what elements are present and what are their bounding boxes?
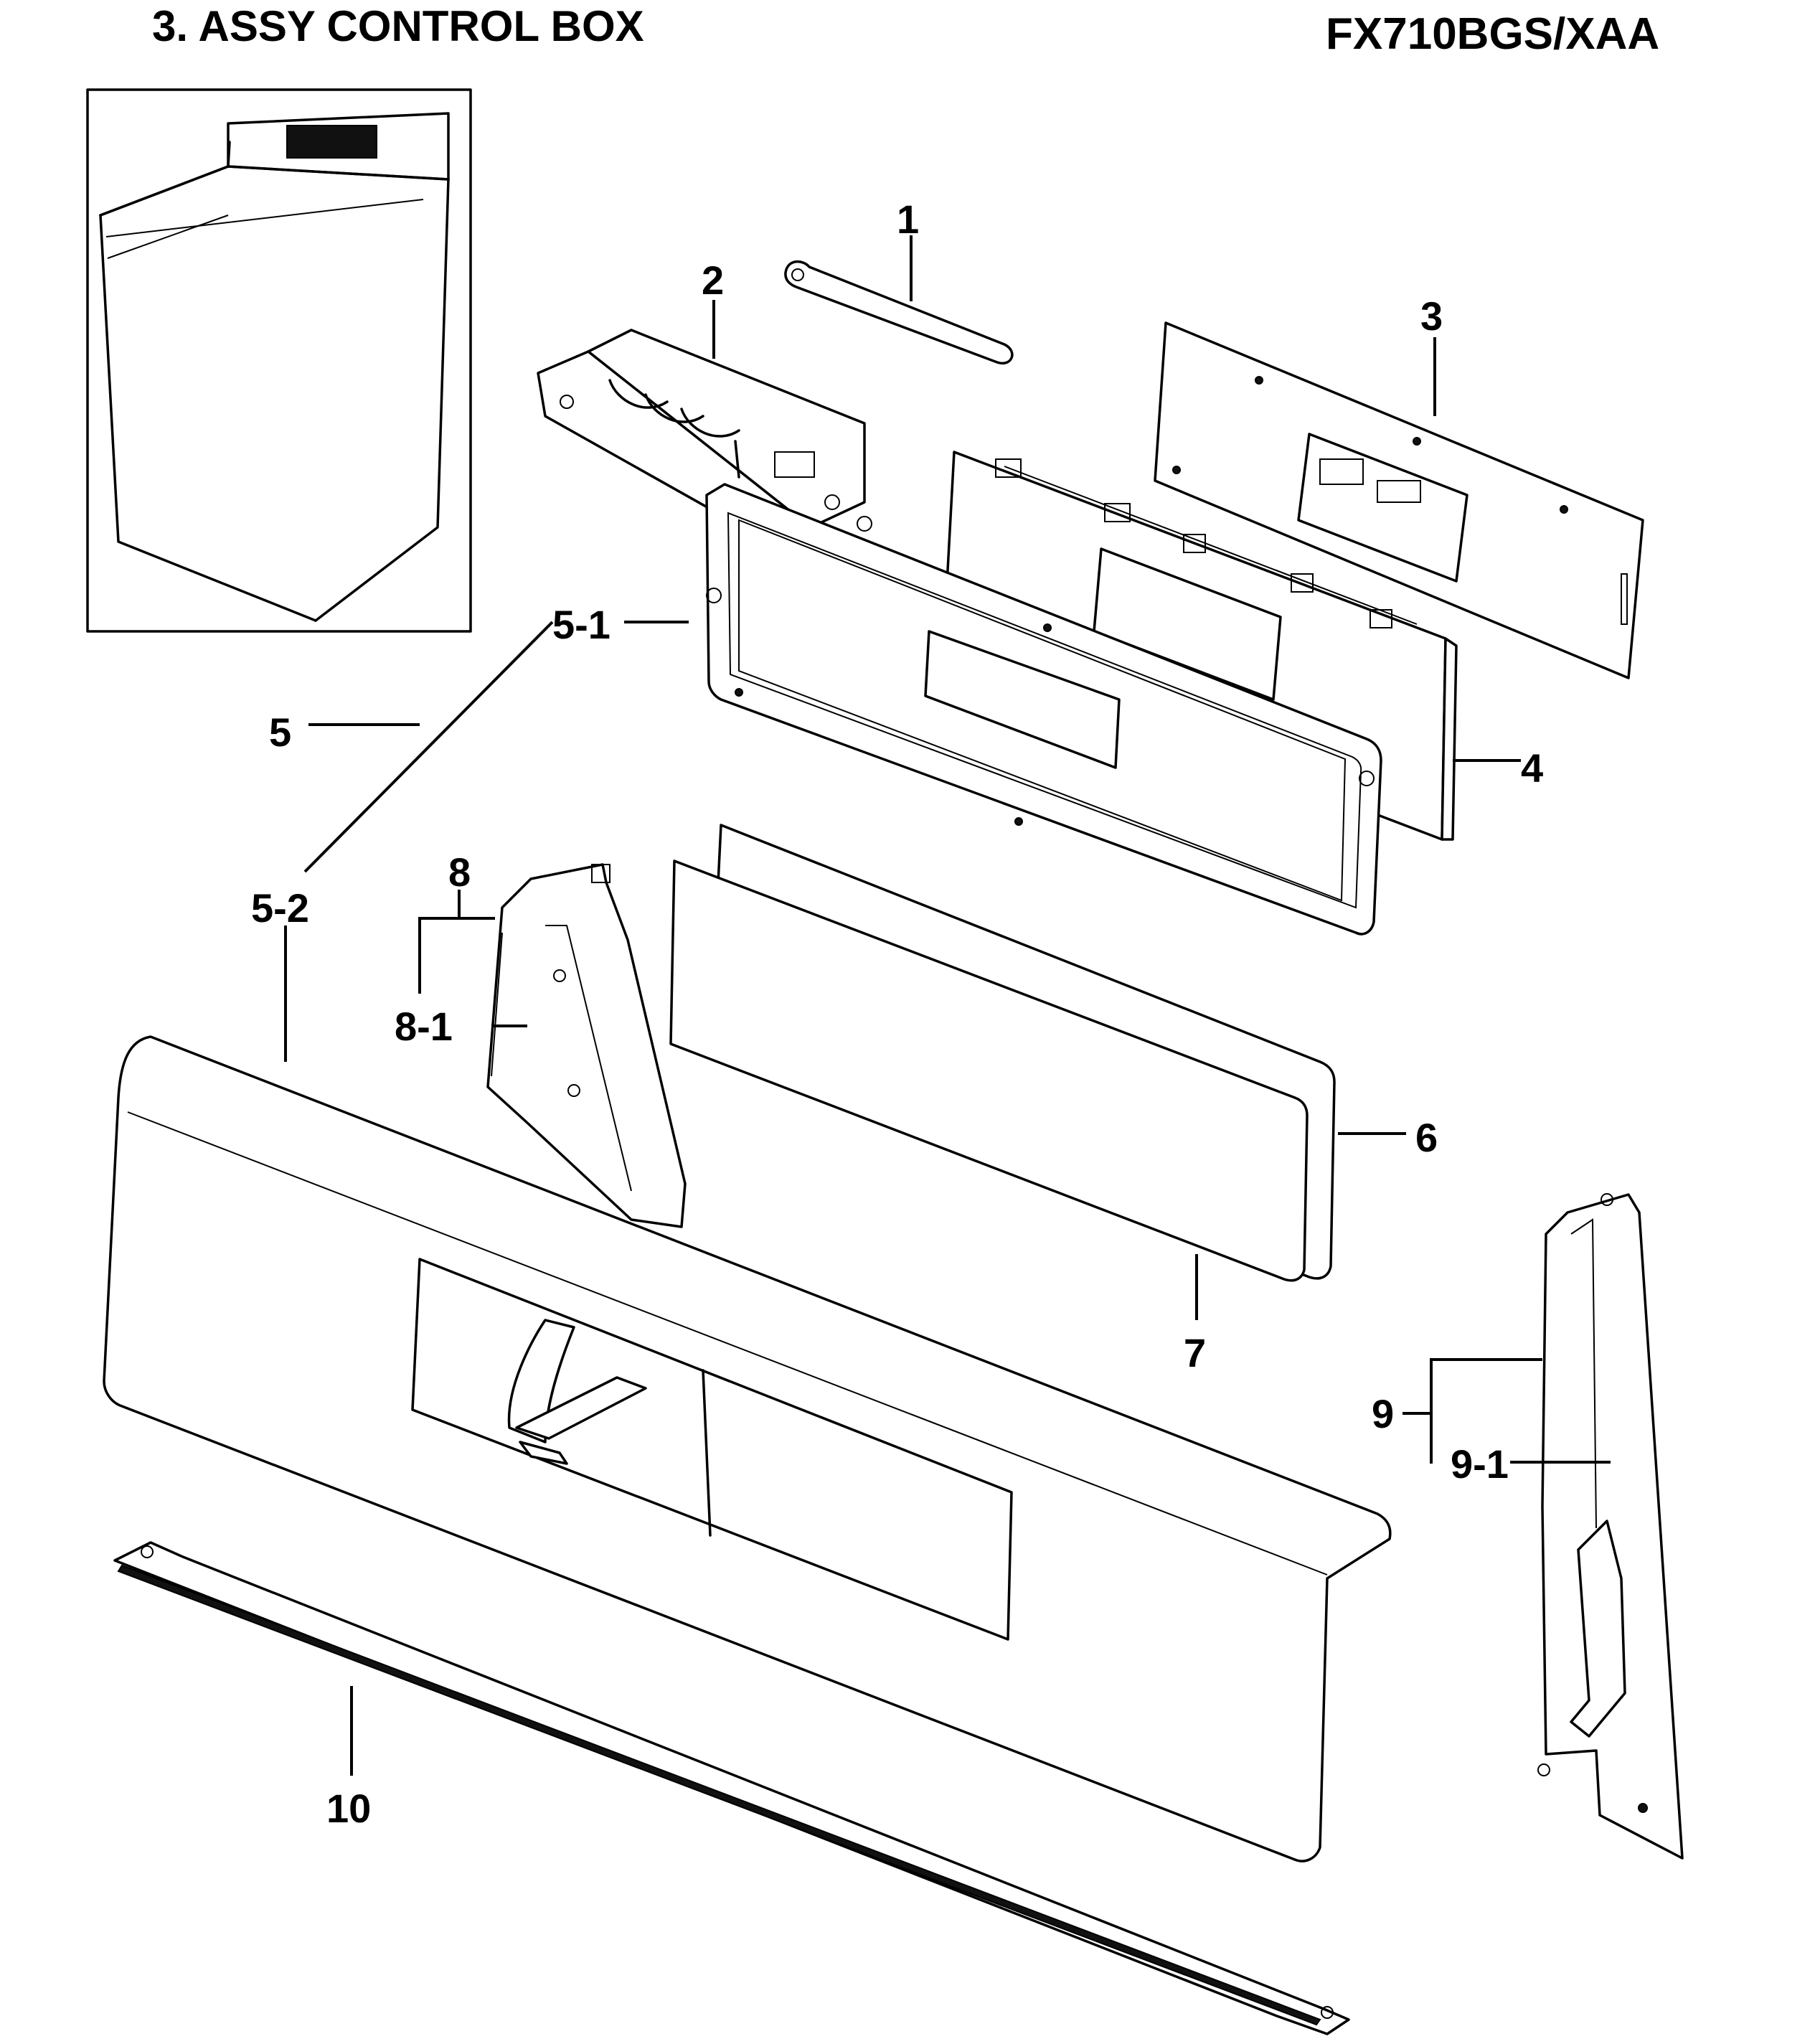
part-5-1-control-frame — [705, 483, 1382, 936]
part-3-display-overlay — [1154, 321, 1644, 679]
callout-2: 2 — [702, 258, 724, 303]
part-5-2-control-panel — [103, 1035, 1392, 1862]
part-1-strap — [784, 260, 1014, 365]
callout-10: 10 — [326, 1786, 371, 1831]
model-number: FX710BGS/XAA — [1326, 9, 1660, 59]
callout-6: 6 — [1415, 1115, 1438, 1160]
part-9-right-bracket — [1537, 1193, 1684, 1860]
callout-8: 8 — [448, 849, 471, 895]
part-8-left-bracket — [486, 863, 687, 1228]
callout-9: 9 — [1372, 1391, 1394, 1436]
callout-5-1: 5-1 — [552, 602, 610, 647]
callout-7: 7 — [1184, 1330, 1206, 1375]
callout-1: 1 — [897, 197, 919, 242]
callout-3: 3 — [1420, 293, 1443, 339]
leader-lines — [284, 235, 1611, 1776]
callout-5: 5 — [269, 710, 291, 755]
part-2-switch-assembly — [537, 329, 872, 547]
callout-labels: 1 2 3 4 5-1 5 5-2 8 8-1 6 7 9 9-1 10 — [251, 197, 1543, 1831]
callout-8-1: 8-1 — [395, 1004, 453, 1049]
part-7-glass-front — [669, 859, 1309, 1282]
callout-4: 4 — [1521, 745, 1543, 791]
range-overview-inset — [86, 88, 472, 633]
section-title: 3. ASSY CONTROL BOX — [152, 2, 644, 50]
callout-5-2: 5-2 — [251, 885, 309, 931]
callout-9-1: 9-1 — [1451, 1441, 1509, 1487]
part-10-trim-strip — [113, 1541, 1350, 2035]
